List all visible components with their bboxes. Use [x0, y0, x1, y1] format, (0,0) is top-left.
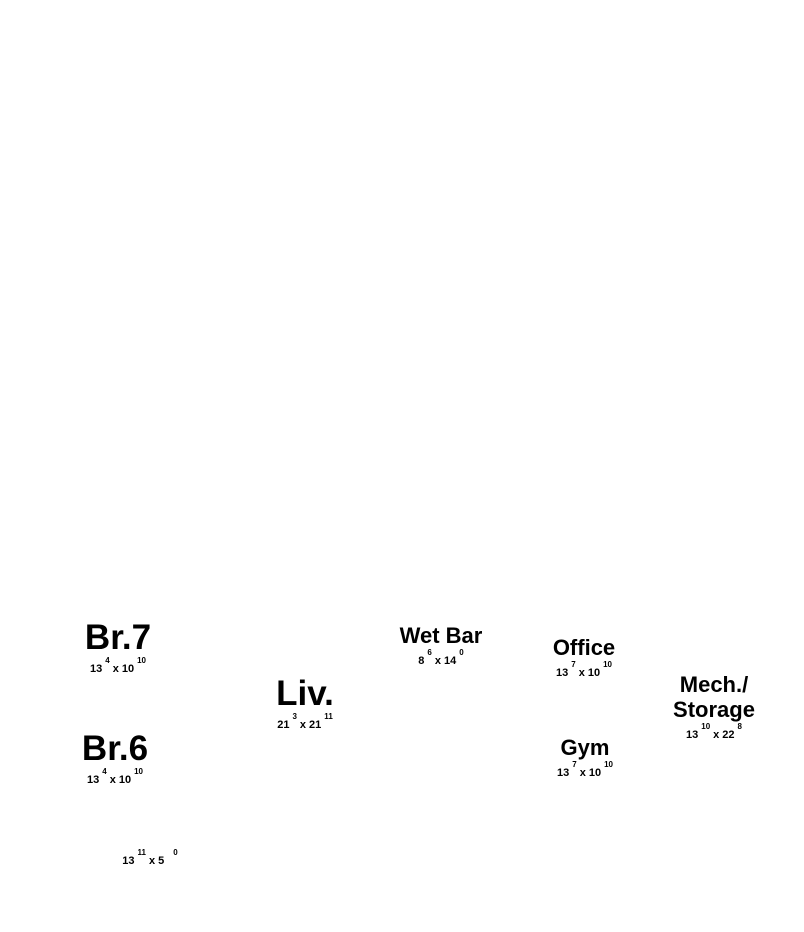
room-name: Wet Bar — [399, 623, 483, 648]
dim-inches: 7 — [572, 760, 577, 769]
dim-inches: 10 — [134, 767, 143, 776]
dim-separator: x — [713, 729, 720, 741]
dim-separator: x — [578, 667, 585, 679]
dim-inches: 4 — [105, 656, 110, 665]
dim-inches: 10 — [701, 722, 711, 731]
dim-separator: x — [579, 767, 586, 779]
room-name-line1: Mech./ — [679, 672, 749, 697]
dim-feet: 13 — [87, 774, 100, 786]
room-name: Office — [552, 635, 616, 660]
dim-inches: 3 — [292, 712, 297, 721]
dim-inches: 11 — [324, 712, 333, 721]
dim-separator: x — [109, 774, 116, 786]
dim-feet: 10 — [121, 663, 135, 675]
dim-inches: 0 — [459, 648, 464, 657]
dim-separator: x — [434, 655, 441, 667]
dim-feet: 13 — [556, 667, 569, 679]
room-name: Br.7 — [84, 618, 152, 657]
room-name: Br.6 — [81, 729, 149, 768]
dim-inches: 10 — [604, 760, 613, 769]
dim-feet: 8 — [418, 655, 425, 667]
dim-separator: x — [299, 719, 307, 731]
dim-feet: 13 — [557, 767, 570, 779]
dim-feet: 10 — [588, 767, 602, 779]
dim-feet: 21 — [277, 719, 290, 731]
dim-feet: 13 — [686, 729, 699, 741]
dim-feet: 10 — [587, 667, 601, 679]
dim-feet: 13 — [90, 663, 103, 675]
dim-inches: 8 — [737, 722, 742, 731]
dim-inches: 4 — [102, 767, 107, 776]
dim-feet: 13 — [122, 855, 135, 867]
dim-feet: 14 — [443, 655, 457, 667]
dim-inches: 11 — [137, 848, 147, 857]
dim-feet: 10 — [118, 774, 132, 786]
room-name: Gym — [560, 735, 610, 760]
dim-separator: x — [112, 663, 119, 675]
dim-separator: x — [149, 855, 156, 867]
dim-inches: 10 — [603, 660, 612, 669]
dim-feet: 5 — [158, 855, 165, 867]
room-name: Liv. — [276, 674, 334, 713]
dim-inches: 10 — [137, 656, 146, 665]
dim-feet: 22 — [722, 729, 735, 741]
dim-inches: 6 — [427, 648, 432, 657]
dim-inches: 0 — [173, 848, 178, 857]
room-name-line2: Storage — [673, 697, 755, 722]
dim-feet: 21 — [309, 719, 322, 731]
dim-inches: 7 — [571, 660, 576, 669]
